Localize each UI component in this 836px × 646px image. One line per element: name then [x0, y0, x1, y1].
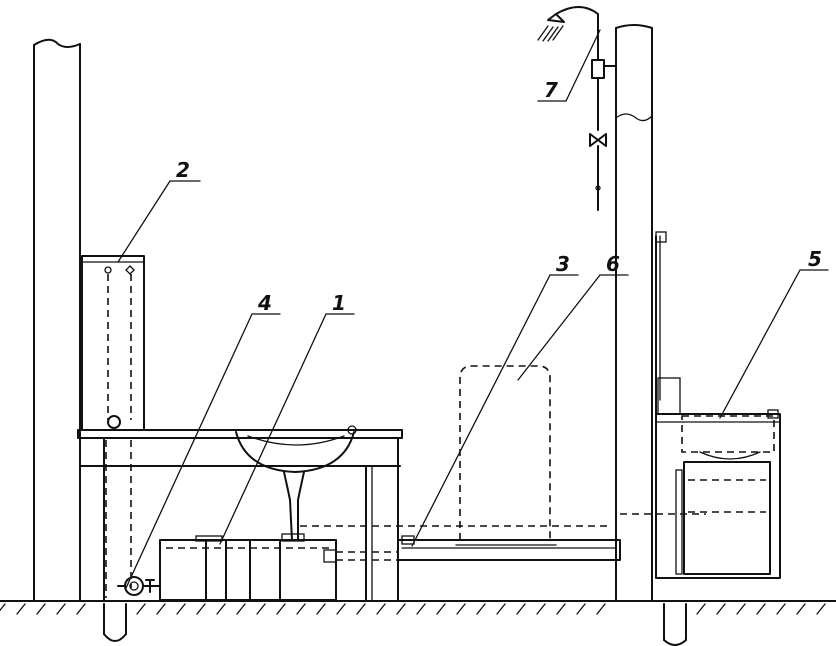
callout-6: 6	[606, 252, 620, 276]
callout-3: 3	[556, 252, 570, 276]
counter-table	[77, 429, 403, 601]
heater-unit	[620, 377, 781, 579]
callout-7: 7	[544, 78, 558, 102]
water-tank	[81, 255, 145, 598]
callout-1: 1	[332, 291, 346, 315]
shower	[537, 6, 617, 211]
tall-cabinet	[455, 365, 557, 546]
floor-cabinet	[159, 533, 337, 601]
right-column	[615, 24, 653, 601]
leader-lines	[117, 29, 829, 589]
underground-pipes	[103, 603, 687, 646]
drain-pipe	[300, 525, 610, 563]
ground	[0, 600, 836, 615]
flue-pipe	[655, 231, 667, 415]
pump-valve	[117, 576, 161, 596]
sink	[235, 425, 357, 541]
callout-2: 2	[176, 158, 190, 182]
callout-4: 4	[257, 291, 272, 315]
callout-labels: 2 1 4 3 6 5 7	[176, 78, 822, 315]
left-column	[33, 38, 81, 601]
callout-5: 5	[808, 247, 822, 271]
